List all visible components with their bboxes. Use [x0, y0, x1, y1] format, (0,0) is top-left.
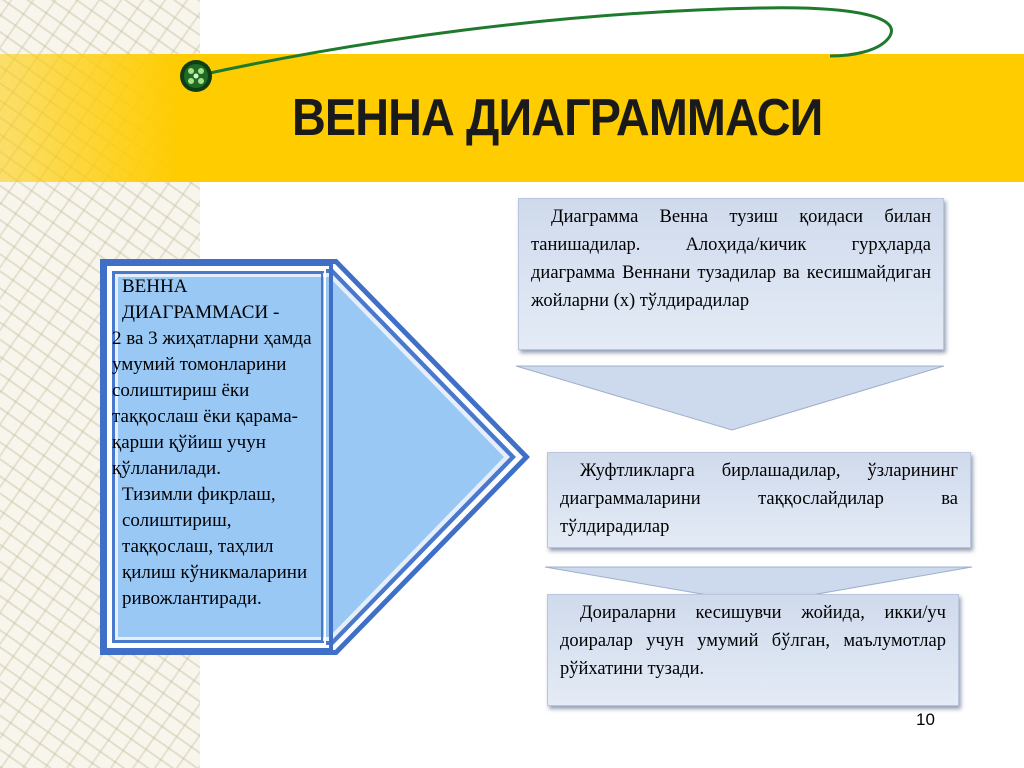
decorative-curve	[180, 6, 893, 92]
page-title: ВЕННА ДИАГРАММАСИ	[292, 89, 823, 147]
down-arrow-2	[544, 566, 973, 605]
down-arrow-1	[515, 365, 945, 431]
left-panel-text: ВЕННА ДИАГРАММАСИ - 2 ва 3 жиҳатларни ҳа…	[112, 274, 318, 612]
green-node-icon	[180, 60, 212, 92]
step-box-1: Диаграмма Венна тузиш қоидаси билан тани…	[518, 198, 944, 350]
step-box-3: Доираларни кесишувчи жойида, икки/уч дои…	[547, 594, 959, 706]
left-text-2: Тизимли фикрлаш, солиштириш, таққослаш, …	[122, 484, 308, 609]
page-number: 10	[916, 710, 935, 729]
left-text-1: 2 ва 3 жиҳатларни ҳамда умумий томонлари…	[112, 328, 312, 479]
left-inner-frame	[103, 262, 333, 652]
left-heading: ВЕННА ДИАГРАММАСИ	[122, 276, 269, 323]
step-box-2: Жуфтликларга бирлашадилар, ўзларининг ди…	[547, 452, 971, 548]
left-heading-suffix: -	[268, 302, 280, 323]
left-arrow-shape	[100, 259, 530, 655]
title-band	[0, 54, 1024, 182]
